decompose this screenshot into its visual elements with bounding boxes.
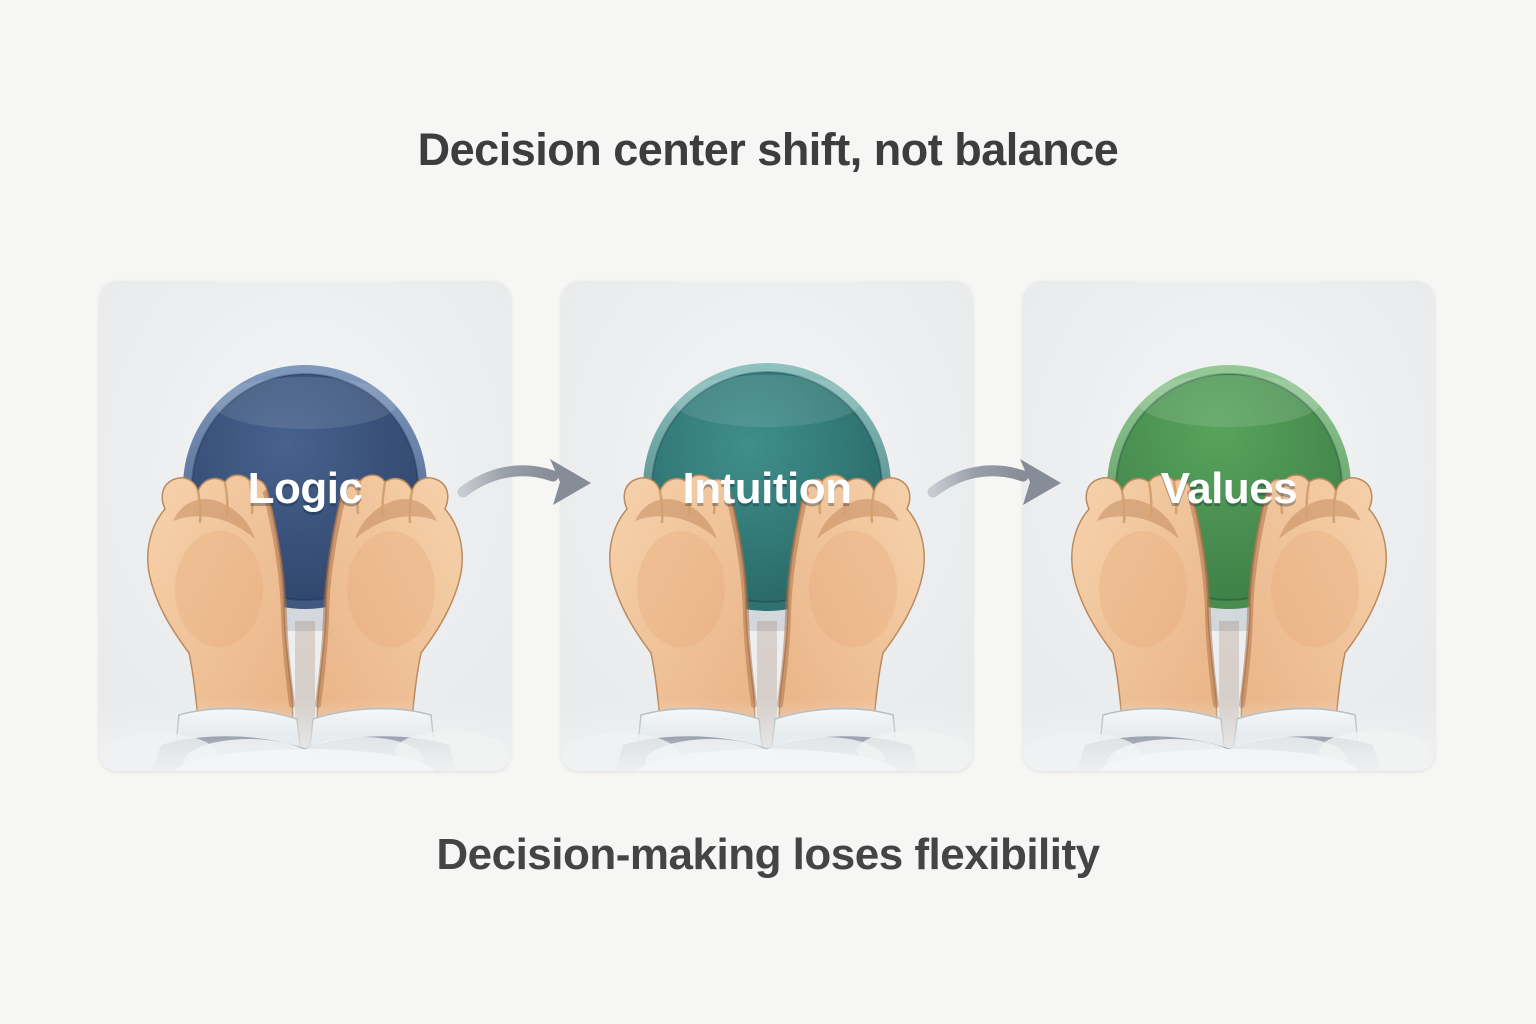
- svg-text:Logic: Logic: [248, 467, 363, 516]
- panel-logic: Logic Logic: [99, 281, 511, 771]
- disc-label: Intuition Intuition: [683, 464, 853, 516]
- hands-holding-disc-illustration: Intuition Intuition: [561, 281, 973, 771]
- hands-holding-disc-illustration: Values Values: [1023, 281, 1435, 771]
- hands-holding-disc-illustration: Logic Logic: [99, 281, 511, 771]
- disc-label: Logic Logic: [248, 464, 363, 516]
- caption-text: Decision-making loses flexibility: [436, 830, 1100, 879]
- panel-values: Values Values: [1023, 281, 1435, 771]
- svg-text:Logic: Logic: [248, 464, 363, 513]
- svg-text:Values: Values: [1161, 464, 1297, 513]
- page-title: Decision center shift, not balance: [417, 124, 1119, 175]
- svg-text:Intuition: Intuition: [683, 467, 852, 516]
- panels-row: Logic Logic: [99, 281, 1435, 771]
- svg-text:Values: Values: [1161, 467, 1297, 516]
- arrow-logic-to-intuition-icon: [457, 459, 591, 505]
- svg-text:Intuition: Intuition: [683, 464, 852, 513]
- disc-label: Values Values: [1161, 464, 1298, 516]
- arrow-intuition-to-values-icon: [927, 459, 1061, 505]
- panel-intuition: Intuition Intuition: [561, 281, 973, 771]
